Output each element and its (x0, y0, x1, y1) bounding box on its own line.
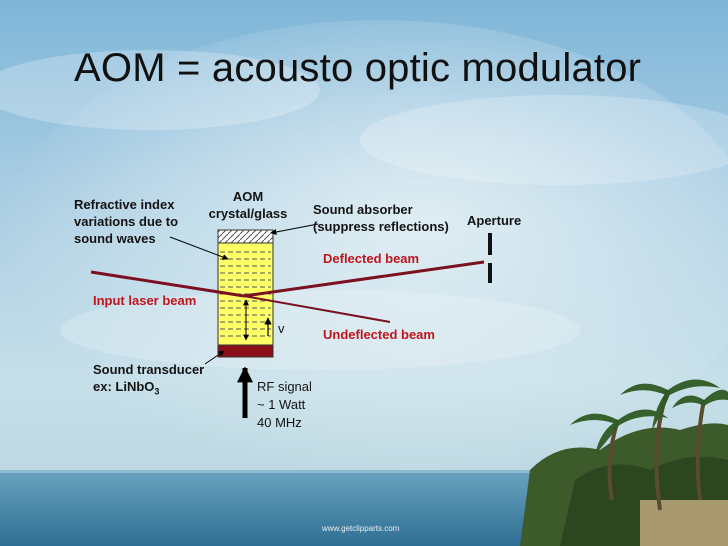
aperture-label: Aperture (467, 213, 522, 228)
absorber-label: Sound absorber (suppress reflections) (313, 202, 449, 234)
watermark-text: www.getclipparts.com (322, 524, 400, 533)
undeflected-beam (243, 295, 391, 323)
sound-transducer (217, 344, 274, 358)
refractive-pointer (169, 236, 229, 260)
sound-absorber (217, 229, 274, 244)
input-beam-label: Input laser beam (93, 293, 197, 308)
transducer-label: Sound transducer ex: LiNbO3 (93, 362, 205, 397)
refractive-label: Refractive index variations due to sound… (74, 197, 179, 246)
aom-label: AOM crystal/glass (208, 189, 288, 221)
transducer-pointer (204, 350, 225, 365)
subscript-3: 3 (154, 386, 160, 397)
input-laser-beam (90, 270, 245, 298)
absorber-pointer (270, 223, 319, 235)
deflected-beam (243, 260, 485, 298)
slide-title: AOM = acousto optic modulator (74, 46, 642, 90)
rf-signal-label: RF signal ~ 1 Watt 40 MHz (257, 379, 312, 430)
undeflected-beam-label: Undeflected beam (323, 327, 435, 342)
deflected-beam-label: Deflected beam (323, 251, 420, 266)
velocity-label: v (278, 321, 285, 336)
